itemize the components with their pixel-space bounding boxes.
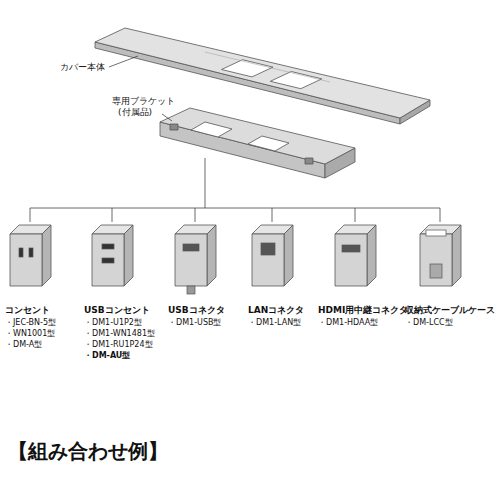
part-detail bbox=[342, 245, 360, 252]
part-detail bbox=[187, 286, 195, 294]
part-face bbox=[207, 225, 216, 286]
component-figure bbox=[420, 225, 461, 286]
leader-lines bbox=[109, 56, 172, 121]
part-label: ・DM1-HDAA型 bbox=[318, 318, 378, 327]
part-label: 専用ブラケット bbox=[112, 96, 175, 106]
bracket bbox=[160, 108, 355, 178]
part-detail bbox=[102, 258, 114, 263]
part-label: ・WN1001型 bbox=[5, 329, 55, 338]
part-detail bbox=[261, 243, 275, 255]
part-detail bbox=[183, 244, 199, 251]
part-label: ・JEC-BN-5型 bbox=[5, 318, 56, 327]
part-face bbox=[335, 234, 367, 286]
part-name: USBコネクタ bbox=[168, 305, 225, 315]
part-face bbox=[452, 225, 461, 286]
part-label: ・DM1-USB型 bbox=[168, 318, 221, 327]
part-detail bbox=[19, 248, 23, 257]
part-label: ・DM1-RU1P24型 bbox=[84, 340, 153, 349]
part-name: USBコンセント bbox=[84, 305, 150, 315]
component-figure bbox=[175, 225, 216, 294]
part-detail bbox=[430, 264, 442, 278]
part-face bbox=[284, 225, 293, 286]
component-figure bbox=[335, 225, 376, 286]
component-figure bbox=[92, 225, 133, 286]
part-face bbox=[252, 234, 284, 286]
part-label: ・DM-A型 bbox=[5, 340, 42, 349]
part-detail bbox=[426, 230, 446, 236]
section-heading: 【組み合わせ例】 bbox=[8, 440, 168, 463]
part-name: LANコネクタ bbox=[248, 305, 304, 315]
component-figure bbox=[10, 225, 51, 286]
part-face bbox=[92, 234, 124, 286]
part-label: カバー本体 bbox=[60, 62, 105, 72]
part-face bbox=[175, 234, 207, 286]
part-label: ・DM1-LAN型 bbox=[248, 318, 301, 327]
part-label: ・DM-LCC型 bbox=[405, 318, 453, 327]
part-face bbox=[42, 225, 51, 286]
part-label: (付属品) bbox=[118, 107, 152, 117]
part-detail bbox=[102, 244, 114, 249]
part-face bbox=[124, 225, 133, 286]
part-detail bbox=[29, 248, 33, 257]
tree-lines bbox=[30, 158, 440, 222]
part-face bbox=[367, 225, 376, 286]
part-name: ・DM-AU型 bbox=[84, 351, 130, 360]
component-figure bbox=[252, 225, 293, 286]
part-name: HDMI用中継コネクタ bbox=[318, 305, 408, 315]
part-name: 収納式ケーブルケース bbox=[405, 305, 495, 315]
part-label: ・DM1-WN1481型 bbox=[84, 329, 155, 338]
component-illustrations bbox=[10, 225, 461, 294]
part-face bbox=[420, 234, 452, 286]
part-name: コンセント bbox=[5, 305, 50, 315]
part-face bbox=[10, 234, 42, 286]
cover-body bbox=[95, 28, 430, 124]
part-label: ・DM1-U1P2型 bbox=[84, 318, 142, 327]
